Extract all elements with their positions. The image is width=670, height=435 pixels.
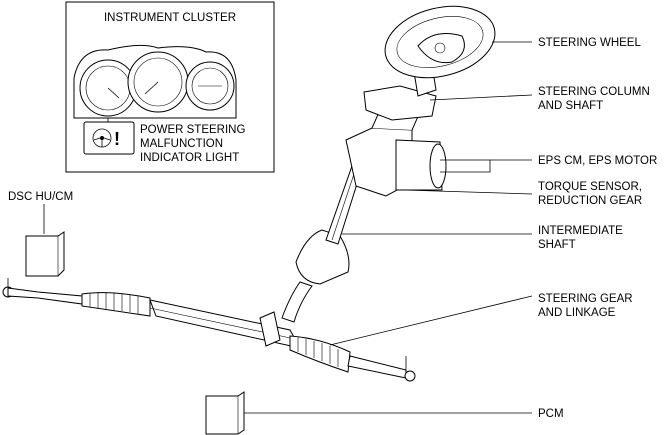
instrument-cluster-inset: INSTRUMENT CLUSTER ! POWER STEERING MALF… xyxy=(65,1,275,173)
intermediate-shaft-label-line2: SHAFT xyxy=(538,239,576,251)
steering-column-eps-unit xyxy=(345,51,447,197)
intermediate-shaft-label-line1: INTERMEDIATE xyxy=(538,225,623,237)
gauge-cluster-drawing xyxy=(73,44,237,119)
steering-gear-label-line2: AND LINKAGE xyxy=(538,307,616,319)
power-steering-warning-icon xyxy=(83,121,135,155)
dsc-hu-cm-label: DSC HU/CM xyxy=(8,191,73,203)
indicator-label-line1: POWER STEERING xyxy=(140,124,245,136)
indicator-label-line2: MALFUNCTION xyxy=(140,138,223,150)
steering-wheel xyxy=(384,5,496,79)
cluster-title: INSTRUMENT CLUSTER xyxy=(104,12,236,24)
steering-column-label-line1: STEERING COLUMN xyxy=(538,86,650,98)
dsc-hu-cm-box xyxy=(25,231,65,277)
pcm-label: PCM xyxy=(538,408,564,420)
pcm-box xyxy=(205,391,245,435)
steering-wheel-label: STEERING WHEEL xyxy=(538,37,641,49)
torque-sensor-label-line1: TORQUE SENSOR, xyxy=(538,181,642,193)
eps-cm-label: EPS CM, EPS MOTOR xyxy=(538,155,657,167)
intermediate-shaft xyxy=(281,165,363,323)
steering-gear-label-line1: STEERING GEAR xyxy=(538,293,633,305)
steering-column-label-line2: AND SHAFT xyxy=(538,100,603,112)
steering-gear-rack xyxy=(2,278,416,382)
torque-sensor-label-line2: REDUCTION GEAR xyxy=(538,195,642,207)
indicator-label-line3: INDICATOR LIGHT xyxy=(140,152,239,164)
svg-text:!: ! xyxy=(114,129,120,149)
